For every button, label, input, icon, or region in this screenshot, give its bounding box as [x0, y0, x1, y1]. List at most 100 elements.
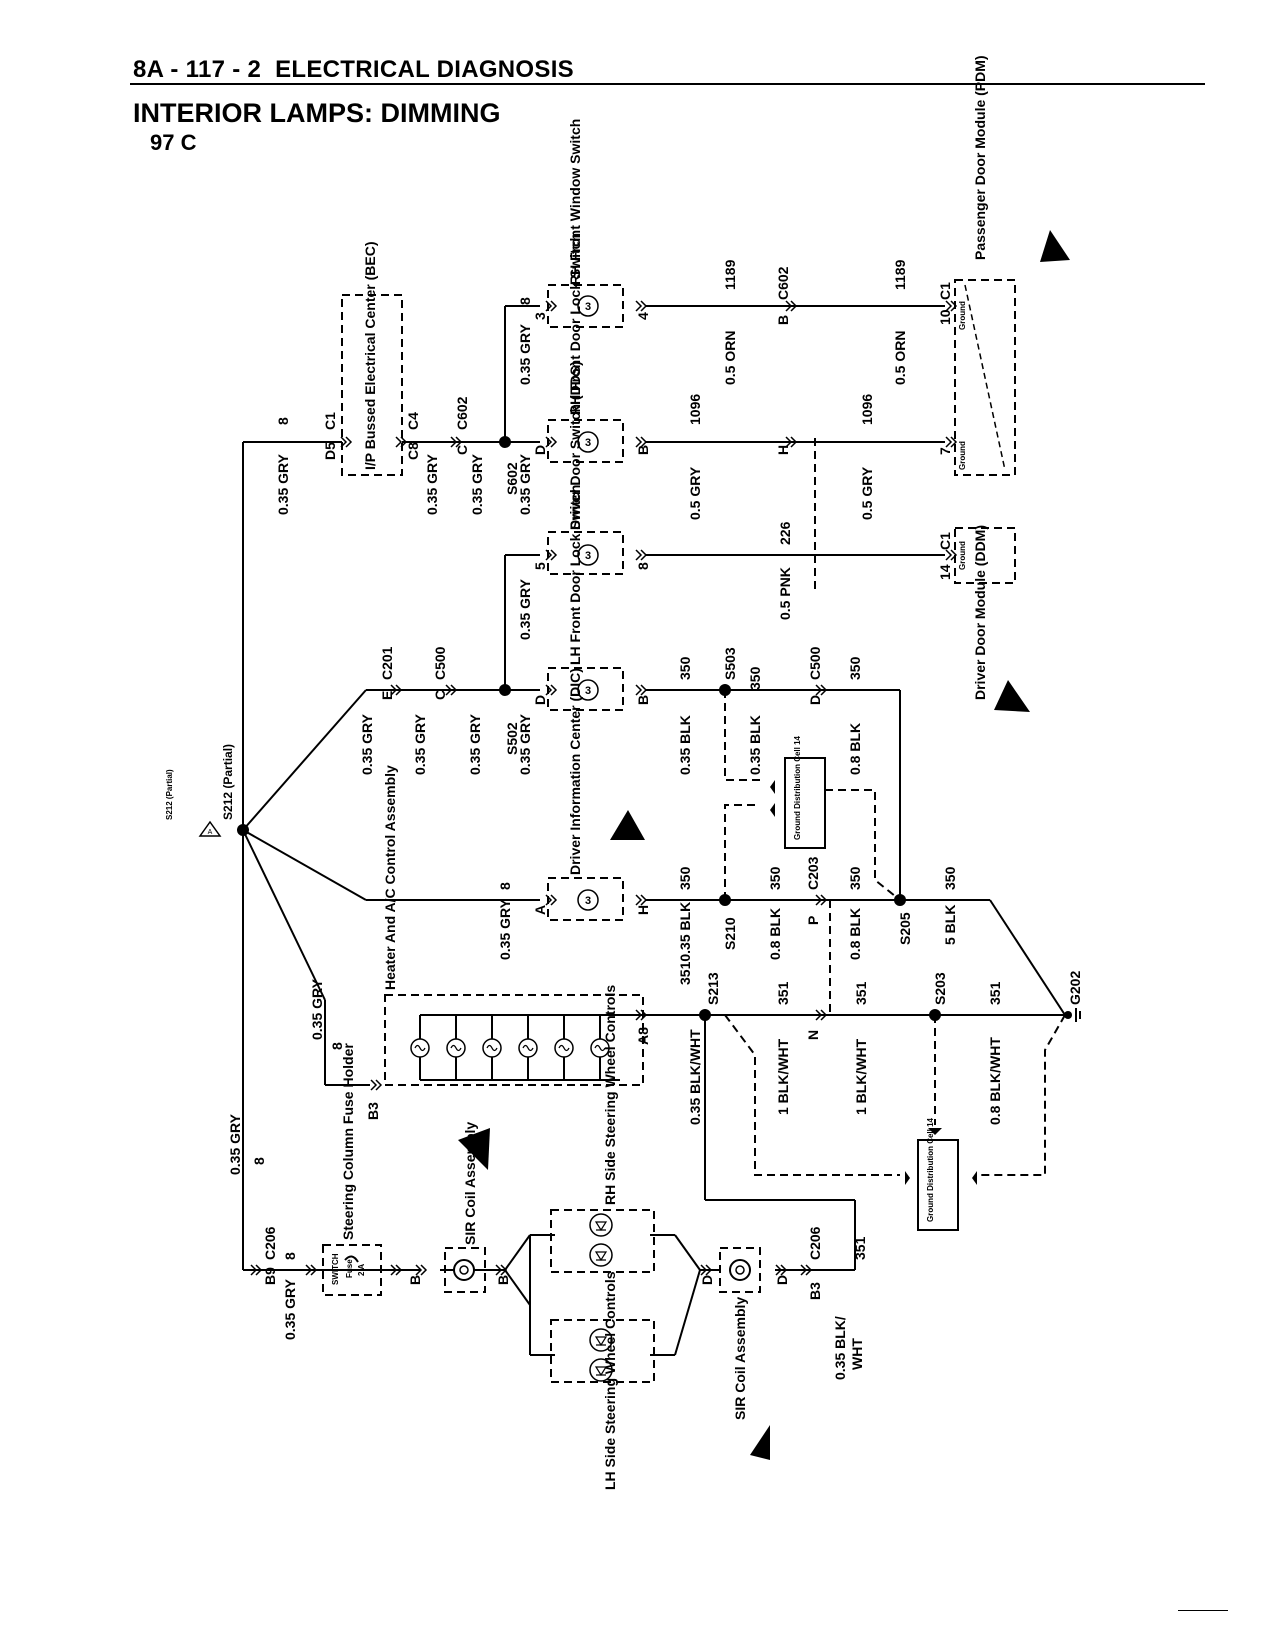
svg-text:0.5 GRY: 0.5 GRY — [859, 466, 875, 520]
svg-text:0.35 GRY: 0.35 GRY — [412, 713, 428, 775]
pdm-label: Passenger Door Module (PDM) — [972, 55, 988, 260]
svg-text:350: 350 — [767, 866, 783, 890]
svg-text:B9: B9 — [262, 1267, 278, 1285]
svg-text:D: D — [532, 695, 548, 705]
svg-text:0.35 BLK/: 0.35 BLK/ — [832, 1316, 848, 1380]
svg-text:350: 350 — [847, 866, 863, 890]
svg-text:B3: B3 — [807, 1282, 823, 1300]
svg-text:0.35 GRY: 0.35 GRY — [359, 713, 375, 775]
svg-text:D5: D5 — [322, 442, 338, 460]
svg-text:5 BLK: 5 BLK — [942, 905, 958, 945]
svg-text:A: A — [532, 905, 548, 915]
svg-text:C: C — [432, 690, 448, 700]
hvac-box — [384, 994, 644, 1086]
svg-text:1189: 1189 — [722, 259, 738, 290]
svg-text:Ground Distribution Cell 14: Ground Distribution Cell 14 — [793, 735, 802, 840]
svg-text:0.8 BLK: 0.8 BLK — [847, 723, 863, 775]
svg-text:Passenger Door Module (PDM): Passenger Door Module (PDM) — [972, 55, 988, 260]
svg-text:0.8 BLK/WHT: 0.8 BLK/WHT — [987, 1037, 1003, 1125]
svg-text:0.35 GRY: 0.35 GRY — [497, 898, 513, 960]
hvac-label: Heater And A/C Control Assembly — [382, 765, 398, 990]
lh-controls-label: LH Side Steering Wheel Controls — [602, 1271, 618, 1490]
svg-text:C602: C602 — [454, 396, 470, 430]
header-rule — [130, 83, 1205, 85]
svg-text:A: A — [208, 829, 213, 836]
svg-text:B: B — [635, 445, 651, 455]
svg-text:0.35 BLK/WHT: 0.35 BLK/WHT — [687, 1029, 703, 1125]
svg-text:C1: C1 — [322, 412, 338, 430]
svg-text:S212 (Partial): S212 (Partial) — [165, 769, 174, 820]
splice-s503 — [719, 684, 731, 696]
svg-text:0.8 BLK: 0.8 BLK — [847, 908, 863, 960]
svg-text:8: 8 — [275, 417, 291, 425]
svg-text:C500: C500 — [432, 646, 448, 680]
svg-text:Steering Column Fuse Holder: Steering Column Fuse Holder — [340, 1043, 356, 1240]
svg-text:RH Front Window Switch: RH Front Window Switch — [567, 119, 583, 285]
svg-text:0.35 GRY: 0.35 GRY — [469, 453, 485, 515]
svg-text:D: D — [699, 1275, 715, 1285]
svg-text:8: 8 — [329, 1042, 345, 1050]
svg-text:C602: C602 — [775, 266, 791, 300]
ddm-label: Driver Door Module (DDM) — [972, 525, 988, 700]
svg-text:226: 226 — [777, 521, 793, 545]
svg-text:0.35 GRY: 0.35 GRY — [517, 453, 533, 515]
footer-rule — [1178, 1610, 1228, 1611]
svg-text:S203: S203 — [932, 972, 948, 1005]
svg-text:8: 8 — [251, 1157, 267, 1165]
svg-text:350: 350 — [677, 656, 693, 680]
svg-text:LH Front Door Lock Switch: LH Front Door Lock Switch — [567, 485, 583, 665]
svg-text:C203: C203 — [805, 856, 821, 890]
ground-distribution-box-upper — [784, 757, 826, 849]
svg-text:G202: G202 — [1067, 971, 1083, 1005]
svg-text:1096: 1096 — [859, 394, 875, 425]
svg-text:D: D — [807, 695, 823, 705]
sir-coil-label-2: SIR Coil Assembly — [732, 1297, 748, 1420]
svg-text:WHT: WHT — [849, 1338, 865, 1370]
svg-text:0.35 GRY: 0.35 GRY — [309, 978, 325, 1040]
svg-text:C201: C201 — [379, 646, 395, 680]
svg-text:SWITCH: SWITCH — [331, 1253, 340, 1285]
splice-s213 — [699, 1009, 711, 1021]
svg-text:Ground Distribution Cell 14: Ground Distribution Cell 14 — [926, 1117, 935, 1222]
dic-label: Driver Information Center (DIC) — [567, 668, 583, 875]
splice-s210 — [719, 894, 731, 906]
svg-text:Ground: Ground — [958, 301, 967, 330]
svg-text:D: D — [774, 1275, 790, 1285]
svg-text:0.35 GRY: 0.35 GRY — [517, 323, 533, 385]
svg-text:351: 351 — [853, 981, 869, 1005]
splice-label: S602 — [504, 462, 520, 495]
svg-text:C206: C206 — [807, 1226, 823, 1260]
svg-text:351: 351 — [852, 1236, 868, 1260]
svg-text:B: B — [775, 315, 791, 325]
svg-text:A8: A8 — [635, 1027, 651, 1045]
svg-text:350: 350 — [847, 656, 863, 680]
svg-text:SIR Coil Assembly: SIR Coil Assembly — [732, 1297, 748, 1420]
svg-text:1096: 1096 — [687, 394, 703, 425]
bec-label: I/P Bussed Electrical Center (BEC) — [362, 242, 378, 470]
svg-text:B: B — [635, 695, 651, 705]
svg-text:0.35 GRY: 0.35 GRY — [517, 578, 533, 640]
svg-text:0.35 GRY: 0.35 GRY — [227, 1113, 243, 1175]
svg-text:S502: S502 — [504, 722, 520, 755]
svg-text:C4: C4 — [405, 412, 421, 430]
svg-text:351: 351 — [775, 981, 791, 1005]
svg-text:S205: S205 — [897, 912, 913, 945]
svg-text:351: 351 — [987, 981, 1003, 1005]
svg-text:C1: C1 — [937, 282, 953, 300]
rh-door-lock-switch-label: RH Front Door Lock Switch — [567, 233, 583, 415]
lh-door-lock-switch-label: LH Front Door Lock Switch — [567, 485, 583, 665]
page-title: INTERIOR LAMPS: DIMMING — [133, 98, 501, 128]
svg-text:Heater And A/C Control Assembl: Heater And A/C Control Assembly — [382, 765, 398, 990]
svg-text:B: B — [495, 1275, 511, 1285]
svg-text:0.35 GRY: 0.35 GRY — [424, 453, 440, 515]
sir-coil-symbol — [453, 1259, 475, 1281]
svg-text:8: 8 — [635, 562, 651, 570]
svg-text:0.35 GRY: 0.35 GRY — [517, 713, 533, 775]
model-code: 97 C — [150, 130, 197, 155]
page-number: 8A - 117 - 2 ELECTRICAL DIAGNOSIS — [133, 56, 574, 83]
pdm-box — [954, 279, 1016, 476]
svg-text:H: H — [635, 905, 651, 915]
svg-text:10: 10 — [937, 309, 953, 325]
bec-box — [341, 294, 403, 476]
